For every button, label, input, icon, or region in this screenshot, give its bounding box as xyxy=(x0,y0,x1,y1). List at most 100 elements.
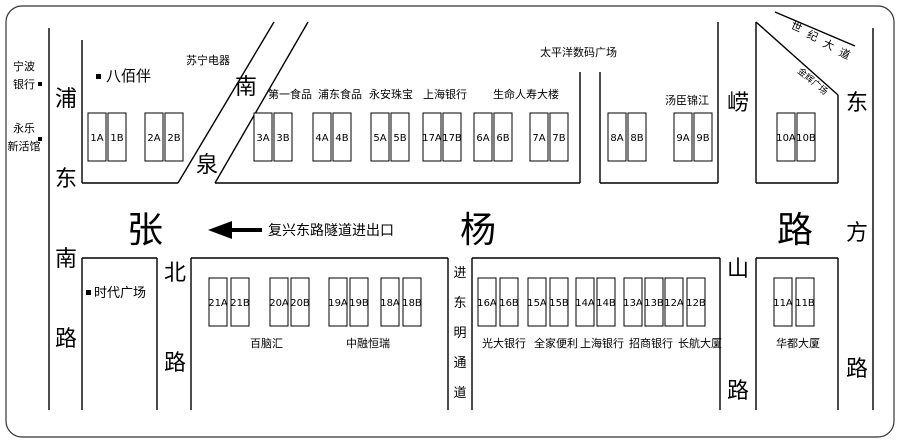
stop-north-label-5B: 5B xyxy=(393,133,406,144)
stop-south-box-13A xyxy=(623,277,643,327)
yongle-line1: 永乐 xyxy=(13,121,35,135)
stop-south-label-16B: 16B xyxy=(499,298,519,309)
passage-char-5: 道 xyxy=(453,386,466,401)
stop-north-box-17B xyxy=(442,112,462,162)
stop-north-label-4A: 4A xyxy=(315,133,328,144)
south-label-2: 中融恒瑞 xyxy=(346,336,390,350)
stop-north-box-6B xyxy=(493,112,513,162)
stop-north-label-17A: 17A xyxy=(422,133,442,144)
stop-north-label-2B: 2B xyxy=(167,133,180,144)
stop-south-label-12B: 12B xyxy=(686,298,706,309)
road-nanquan-4: 路 xyxy=(164,351,186,376)
stop-south-label-18A: 18A xyxy=(380,298,400,309)
ningbo-bank-line2: 银行 xyxy=(13,77,35,91)
north-label-5: 生命人寿大楼 xyxy=(493,87,559,101)
stop-north-label-17B: 17B xyxy=(442,133,462,144)
stop-south-box-21A xyxy=(208,277,228,327)
stop-south-box-18B xyxy=(402,277,422,327)
stop-south-label-18B: 18B xyxy=(402,298,422,309)
stop-south-label-21B: 21B xyxy=(230,298,250,309)
road-char-zhang: 张 xyxy=(127,210,163,251)
stop-south-box-16B xyxy=(499,277,519,327)
south-label-1: 百脑汇 xyxy=(250,337,283,350)
stop-north-box-9B xyxy=(693,112,713,162)
stop-north-label-8A: 8A xyxy=(610,133,623,144)
road-nanquan-3: 北 xyxy=(164,261,186,286)
stop-north-box-2A xyxy=(144,112,164,162)
shiji-char-1: 世 xyxy=(789,19,804,35)
shiji-char-2: 纪 xyxy=(805,28,820,44)
stop-south-label-21A: 21A xyxy=(208,298,228,309)
road-nanquan-2: 泉 xyxy=(196,153,218,178)
stop-south-box-18A xyxy=(380,277,400,327)
jinhui-label: 金辉广场 xyxy=(795,65,830,97)
stop-south-box-12B xyxy=(686,277,706,327)
south-label-8: 华都大厦 xyxy=(776,336,820,350)
stop-south-box-20A xyxy=(269,277,289,327)
north-label-2: 浦东食品 xyxy=(318,87,362,101)
stop-north-label-2A: 2A xyxy=(147,133,160,144)
stop-north-label-3A: 3A xyxy=(256,133,269,144)
stop-south-box-14A xyxy=(575,277,595,327)
passage-char-4: 通 xyxy=(453,356,466,371)
suning-label: 苏宁电器 xyxy=(186,53,230,67)
stop-north-label-10A: 10A xyxy=(776,133,796,144)
stop-south-label-14A: 14A xyxy=(575,298,595,309)
stop-south-label-11A: 11A xyxy=(773,298,793,309)
stop-south-label-13B: 13B xyxy=(644,298,664,309)
shiji-char-3: 大 xyxy=(821,36,837,53)
stop-south-label-19B: 19B xyxy=(349,298,369,309)
stop-north-label-4B: 4B xyxy=(335,133,348,144)
road-laoshan-3: 路 xyxy=(727,379,749,404)
stop-north-box-5A xyxy=(370,112,390,162)
stop-north-box-6A xyxy=(473,112,493,162)
stop-north-label-1A: 1A xyxy=(90,133,103,144)
ningbo-bank-line1: 宁波 xyxy=(13,59,35,73)
stop-south-box-15A xyxy=(527,277,547,327)
stop-south-box-16A xyxy=(477,277,497,327)
road-edges xyxy=(48,11,874,410)
stop-north-label-5A: 5A xyxy=(373,133,386,144)
stop-north-box-5B xyxy=(390,112,410,162)
passage-char-3: 明 xyxy=(453,326,466,341)
south-label-6: 招商银行 xyxy=(629,336,673,350)
yongle-line2: 新活馆 xyxy=(8,139,41,153)
stop-north-label-10B: 10B xyxy=(796,133,816,144)
stop-north-label-7A: 7A xyxy=(532,133,545,144)
south-label-5: 上海银行 xyxy=(580,336,624,350)
stop-south-label-14B: 14B xyxy=(596,298,616,309)
stop-north-box-17A xyxy=(422,112,442,162)
taipingyang-label: 太平洋数码广场 xyxy=(540,45,617,59)
stop-north-box-2B xyxy=(164,112,184,162)
stop-south-box-13B xyxy=(644,277,664,327)
stop-south-box-11A xyxy=(773,277,793,327)
passage-char-2: 东 xyxy=(453,296,466,311)
stop-north-label-6B: 6B xyxy=(496,133,509,144)
shidai-marker xyxy=(86,290,91,295)
stop-south-box-20B xyxy=(290,277,310,327)
stop-north-box-3A xyxy=(253,112,273,162)
north-label-6: 汤臣锦江 xyxy=(665,93,709,107)
shidai-label: 时代广场 xyxy=(94,286,146,301)
stop-north-label-7B: 7B xyxy=(552,133,565,144)
stop-south-box-12A xyxy=(664,277,684,327)
stop-south-label-20A: 20A xyxy=(269,298,289,309)
stop-south-label-11B: 11B xyxy=(795,298,815,309)
north-label-4: 上海银行 xyxy=(423,87,467,101)
stop-south-box-15B xyxy=(549,277,569,327)
stop-north-box-1B xyxy=(107,112,127,162)
shiji-char-4: 道 xyxy=(837,45,853,62)
ningbo-bank-marker xyxy=(38,82,42,86)
road-dongfang-3: 路 xyxy=(846,357,868,382)
road-dongfang-1: 东 xyxy=(846,91,868,116)
north-label-1: 第一食品 xyxy=(268,87,312,101)
stop-north-label-9A: 9A xyxy=(676,133,689,144)
babaiban-label: 八佰伴 xyxy=(106,67,151,85)
road-nanquan-1: 南 xyxy=(235,75,257,100)
road-pudong-2: 东 xyxy=(55,167,77,192)
map-frame xyxy=(5,5,895,438)
stop-south-box-11B xyxy=(795,277,815,327)
